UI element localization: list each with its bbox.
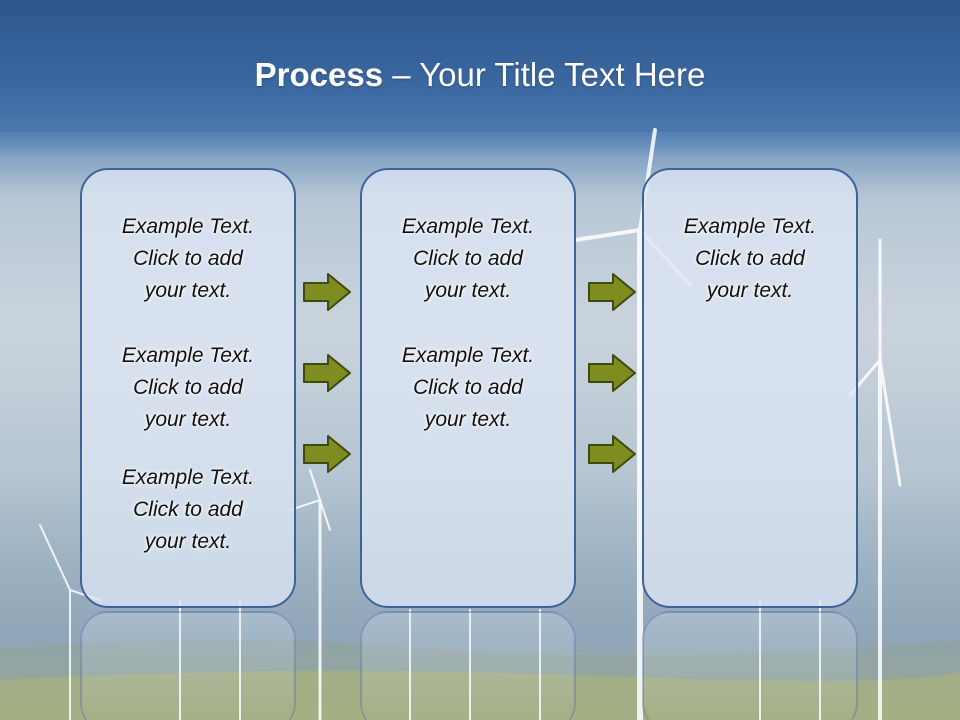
box2-text-1[interactable]: Example Text. Click to add your text. [360, 211, 576, 307]
right-arrow-icon[interactable] [587, 434, 637, 474]
right-arrow-icon[interactable] [587, 272, 637, 312]
box1-text-2[interactable]: Example Text. Click to add your text. [80, 340, 296, 436]
right-arrow-icon[interactable] [302, 272, 352, 312]
title-bold: Process [254, 56, 384, 93]
text-line: Example Text. [401, 344, 535, 367]
box1-text-1[interactable]: Example Text. Click to add your text. [80, 211, 296, 307]
box1-text-3[interactable]: Example Text. Click to add your text. [80, 462, 296, 558]
title-band [0, 0, 960, 132]
text-line: your text. [144, 530, 232, 553]
right-arrow-icon[interactable] [302, 353, 352, 393]
text-line: your text. [706, 279, 794, 302]
box-reflection [80, 611, 296, 720]
text-line: Example Text. [683, 215, 817, 238]
text-line: Click to add [133, 498, 243, 521]
text-line: your text. [424, 279, 512, 302]
process-box-3[interactable] [642, 168, 858, 608]
right-arrow-icon[interactable] [587, 353, 637, 393]
box-reflection [360, 611, 576, 720]
text-line: Example Text. [121, 215, 255, 238]
box3-text-1[interactable]: Example Text. Click to add your text. [642, 211, 858, 307]
slide-title[interactable]: Process – Your Title Text Here [0, 52, 960, 98]
text-line: Click to add [133, 247, 243, 270]
text-line: Click to add [413, 247, 523, 270]
text-line: Example Text. [401, 215, 535, 238]
text-line: your text. [144, 408, 232, 431]
text-line: your text. [144, 279, 232, 302]
process-box-2[interactable] [360, 168, 576, 608]
text-line: Click to add [413, 376, 523, 399]
text-line: Click to add [695, 247, 805, 270]
box2-text-2[interactable]: Example Text. Click to add your text. [360, 340, 576, 436]
text-line: your text. [424, 408, 512, 431]
title-band-fade [0, 118, 960, 158]
box-reflection [642, 611, 858, 720]
text-line: Example Text. [121, 344, 255, 367]
text-line: Click to add [133, 376, 243, 399]
title-rest: – Your Title Text Here [383, 56, 706, 93]
text-line: Example Text. [121, 466, 255, 489]
right-arrow-icon[interactable] [302, 434, 352, 474]
process-box-1[interactable] [80, 168, 296, 608]
